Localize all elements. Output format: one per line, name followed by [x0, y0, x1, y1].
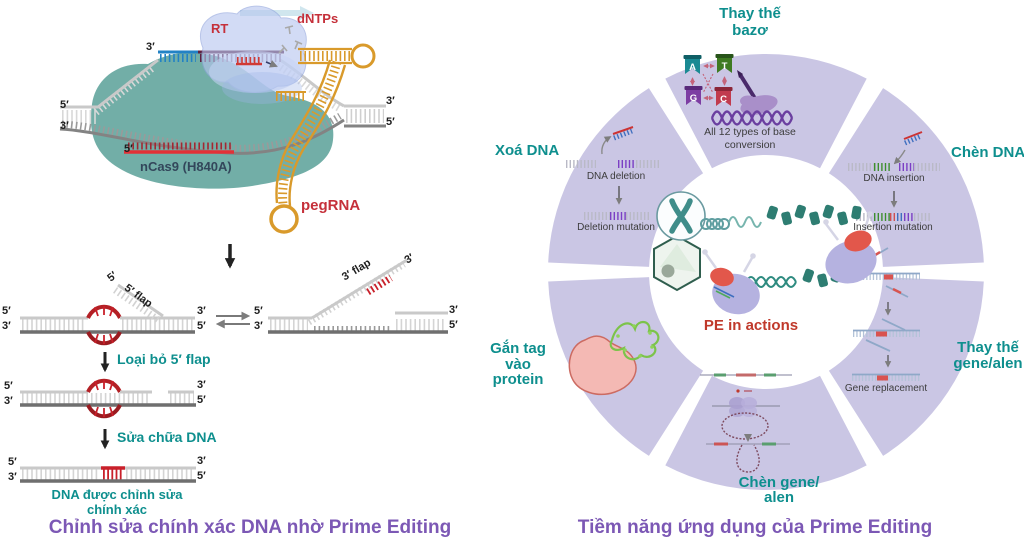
base-letter-c: C — [720, 94, 727, 105]
dna-insertion-graphic — [848, 131, 940, 221]
deletion-mutation-caption: Deletion mutation — [577, 222, 655, 233]
end-label: 5′ — [449, 319, 458, 331]
pe-action-graphic — [653, 191, 877, 315]
end-label: 5′ — [4, 380, 13, 392]
end-label: 5′ — [124, 143, 133, 155]
end-label: 3′ — [197, 379, 206, 391]
end-label: 5′ — [60, 99, 69, 111]
heading-base-substitution-line2: bazơ — [732, 22, 768, 39]
heading-base-substitution: Thay thế — [719, 5, 781, 22]
end-label: 3′ — [197, 455, 206, 467]
heading-dna-deletion: Xoá DNA — [495, 142, 560, 159]
end-label: 5′ — [386, 116, 395, 128]
end-label: 3′ — [386, 95, 395, 107]
end-label: 5′ — [8, 456, 17, 468]
hand-pen-icon — [737, 70, 778, 115]
step-remove-flap-label: Loại bỏ 5′ flap — [117, 351, 211, 367]
heading-gene-replacement-line2: gene/alen — [953, 355, 1023, 372]
dntps-label: dNTPs — [297, 11, 339, 26]
wedge-gene-insertion — [665, 375, 867, 491]
wedge-dna-insertion — [828, 88, 984, 267]
end-label: 5′ — [2, 305, 11, 317]
right-caption: Tiềm năng ứng dụng của Prime Editing — [577, 517, 933, 538]
edited-duplex — [20, 466, 196, 483]
gene-insertion-graphic — [700, 373, 792, 473]
end-label: 5′ — [254, 305, 263, 317]
left-caption: Chỉnh sửa chính xác DNA nhờ Prime Editin… — [48, 517, 452, 538]
ncas9-label: nCas9 (H840A) — [140, 159, 232, 174]
conversion-caption: All 12 types of base conversion — [704, 126, 796, 152]
pegrna-strand — [269, 43, 376, 234]
result-label-line1: DNA được chỉnh sửa — [51, 487, 183, 502]
pe-complex-left — [702, 249, 760, 315]
dna-insertion-caption: DNA insertion — [863, 173, 925, 184]
end-label: 5′ — [197, 394, 206, 406]
pegrna-label: pegRNA — [301, 197, 361, 214]
base-letter-g: G — [690, 93, 697, 104]
nascent-edit-ticks — [236, 57, 278, 68]
nicked-duplex — [20, 378, 196, 419]
gene-replacement-caption: Gene replacement — [844, 383, 928, 394]
dna-deletion-caption: DNA deletion — [586, 171, 646, 182]
heading-gene-insertion-line2: alen — [763, 489, 795, 506]
end-label: 3′ — [146, 41, 155, 53]
step-repair-label: Sửa chữa DNA — [117, 429, 217, 445]
end-label: 3′ — [2, 320, 11, 332]
equilibrium-arrows — [215, 311, 251, 329]
heading-protein-tag-line2: vào — [505, 356, 531, 373]
wedge-dna-deletion — [548, 88, 704, 267]
end-label: 3′ — [60, 120, 69, 132]
intermediate-5flap — [20, 283, 195, 346]
base-conversion-graphic: A T G C — [683, 54, 794, 126]
dna-helix-icon — [710, 110, 794, 126]
intermediate-3flap — [268, 258, 448, 334]
ncas9-blob — [90, 52, 334, 189]
pe-in-actions-label: PE in actions — [703, 317, 799, 334]
dntp-glyphs — [278, 25, 303, 54]
end-label: 3′ — [254, 320, 263, 332]
insertion-mutation-caption: Insertion mutation — [853, 222, 933, 233]
heading-protein-tag: Gắn tag — [490, 340, 546, 357]
end-label: 3′ — [197, 305, 206, 317]
heading-dna-insertion: Chèn DNA — [951, 144, 1024, 161]
end-label: 5′ — [197, 320, 206, 332]
end-label: 3′ — [4, 395, 13, 407]
end-label: 5′ — [197, 470, 206, 482]
base-letter-a: A — [689, 62, 696, 73]
end-label: 3′ — [8, 471, 17, 483]
primer-strand — [124, 142, 234, 154]
dna-deletion-graphic — [566, 126, 660, 220]
result-label-line2: chính xác — [87, 502, 147, 517]
heading-gene-replacement: Thay thế — [957, 339, 1019, 356]
base-letter-t: T — [722, 61, 728, 72]
wedge-gene-replacement — [828, 277, 984, 456]
applications-wheel: A T G C — [548, 53, 984, 491]
pe-complex-right — [823, 211, 877, 284]
heading-gene-insertion: Chèn gene/ — [738, 474, 820, 491]
rt-label: RT — [211, 21, 229, 36]
heading-protein-tag-line3: protein — [492, 371, 544, 388]
end-label: 3′ — [449, 304, 458, 316]
pe-complex-illustration — [59, 5, 386, 234]
protein-tag-graphic — [568, 321, 660, 396]
